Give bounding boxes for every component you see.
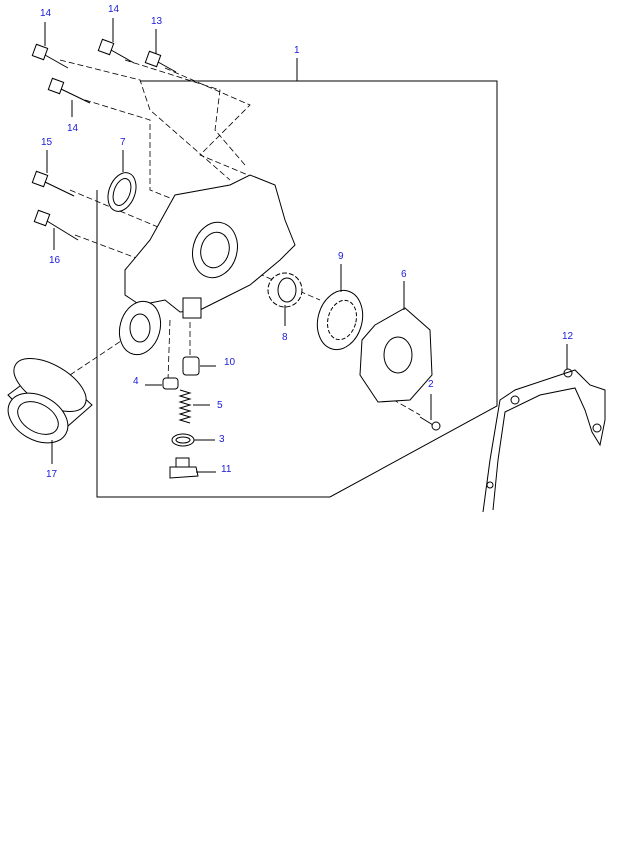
bolt-14b (97, 38, 135, 64)
oil-pump-body (118, 174, 296, 356)
label-part-9: 9 (338, 251, 344, 262)
label-part-2: 2 (428, 379, 434, 390)
spring-5 (178, 389, 192, 424)
label-part-4: 4 (133, 376, 139, 387)
label-part-10: 10 (224, 357, 236, 368)
label-part-17: 17 (46, 469, 58, 480)
leader-lines (44, 18, 568, 473)
label-part-14: 14 (67, 123, 79, 134)
label-part-14: 14 (40, 8, 52, 19)
gasket-12 (482, 368, 606, 513)
oil-filter-17 (7, 358, 93, 444)
bolt-13 (144, 50, 177, 73)
bolt-2 (419, 416, 441, 431)
plug-11 (169, 457, 199, 479)
label-part-14: 14 (108, 4, 120, 15)
label-part-3: 3 (219, 434, 225, 445)
guide-lines (59, 59, 421, 416)
label-part-6: 6 (401, 269, 407, 280)
pump-cover-6 (359, 307, 433, 403)
bolt-14a (31, 43, 69, 69)
label-part-13: 13 (151, 16, 163, 27)
outer-rotor-9 (316, 289, 364, 351)
bolt-15 (31, 170, 75, 197)
bolt-14c (47, 77, 91, 104)
label-part-11: 11 (221, 464, 232, 475)
label-part-1: 1 (294, 45, 300, 56)
label-part-8: 8 (282, 332, 288, 343)
label-part-15: 15 (41, 137, 53, 148)
relief-plunger-10 (182, 356, 200, 376)
assembly-frame (96, 80, 498, 498)
label-part-12: 12 (562, 331, 574, 342)
oil-seal-7 (107, 172, 137, 212)
inner-gear-8 (267, 272, 303, 308)
label-part-5: 5 (217, 400, 223, 411)
label-part-7: 7 (120, 137, 126, 148)
cap-4 (162, 377, 179, 390)
washer-3 (171, 433, 195, 447)
bolt-16 (33, 209, 79, 241)
label-part-16: 16 (49, 255, 61, 266)
